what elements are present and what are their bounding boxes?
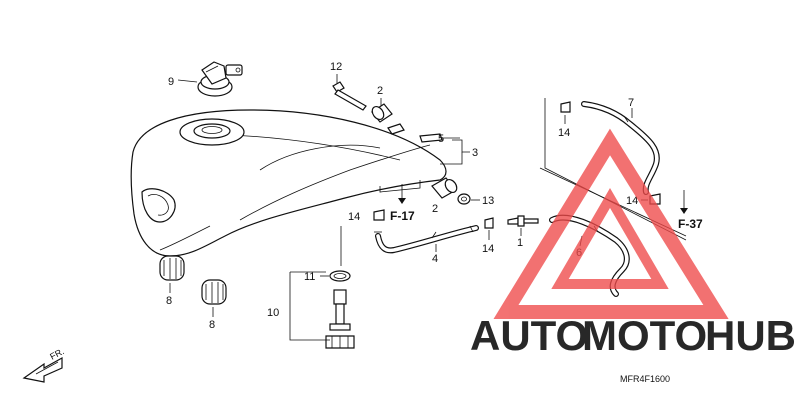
callout-13: 13: [482, 195, 494, 207]
callout-3: 3: [472, 147, 478, 159]
collar-upper: [371, 103, 393, 123]
callout-14-a: 14: [348, 211, 360, 223]
grommet: [159, 255, 185, 281]
callout-10: 10: [267, 307, 279, 319]
fuel-gauge-assembly: [325, 289, 355, 349]
callout-5: 5: [438, 133, 444, 145]
callout-14-c: 14: [558, 127, 570, 139]
collar-lower: [431, 177, 458, 199]
joint: [507, 215, 539, 227]
callout-1: 1: [517, 237, 523, 249]
clip: [560, 101, 571, 113]
ref-f37: F-37: [678, 217, 703, 231]
watermark-part-hub: HUB: [705, 312, 796, 359]
fuel-tank: [130, 109, 447, 257]
callout-2-lower: 2: [432, 203, 438, 215]
bolt: [332, 81, 367, 111]
watermark-part-moto: MOTO: [582, 312, 707, 359]
callout-4: 4: [432, 253, 438, 265]
breather-hose: [374, 225, 479, 254]
direction-label: FR.: [48, 346, 65, 362]
clip: [373, 209, 385, 221]
washer: [457, 193, 471, 205]
callout-12: 12: [330, 61, 342, 73]
ref-f17: F-17: [390, 209, 415, 223]
callout-8-right: 8: [209, 319, 215, 331]
callout-8-left: 8: [166, 295, 172, 307]
callout-14-b: 14: [482, 243, 494, 255]
front-direction-arrow-icon: [22, 356, 63, 383]
rubber-pad: [387, 123, 405, 135]
watermark-logo: [493, 128, 729, 319]
callout-11: 11: [304, 271, 315, 283]
o-ring: [329, 270, 351, 282]
watermark-part-auto: AUTO: [470, 312, 588, 359]
callout-7: 7: [628, 97, 634, 109]
clip: [484, 217, 494, 229]
fuel-cap: [197, 61, 243, 97]
rubber-pad: [419, 133, 443, 143]
callout-2-upper: 2: [377, 85, 383, 97]
vent-hose-upper: [581, 101, 660, 195]
drawing-code: MFR4F1600: [620, 374, 670, 384]
watermark-text: AUTO MOTO HUB: [470, 312, 796, 359]
callout-14-d: 14: [626, 195, 638, 207]
callout-9: 9: [168, 76, 174, 88]
grommet: [201, 279, 227, 305]
